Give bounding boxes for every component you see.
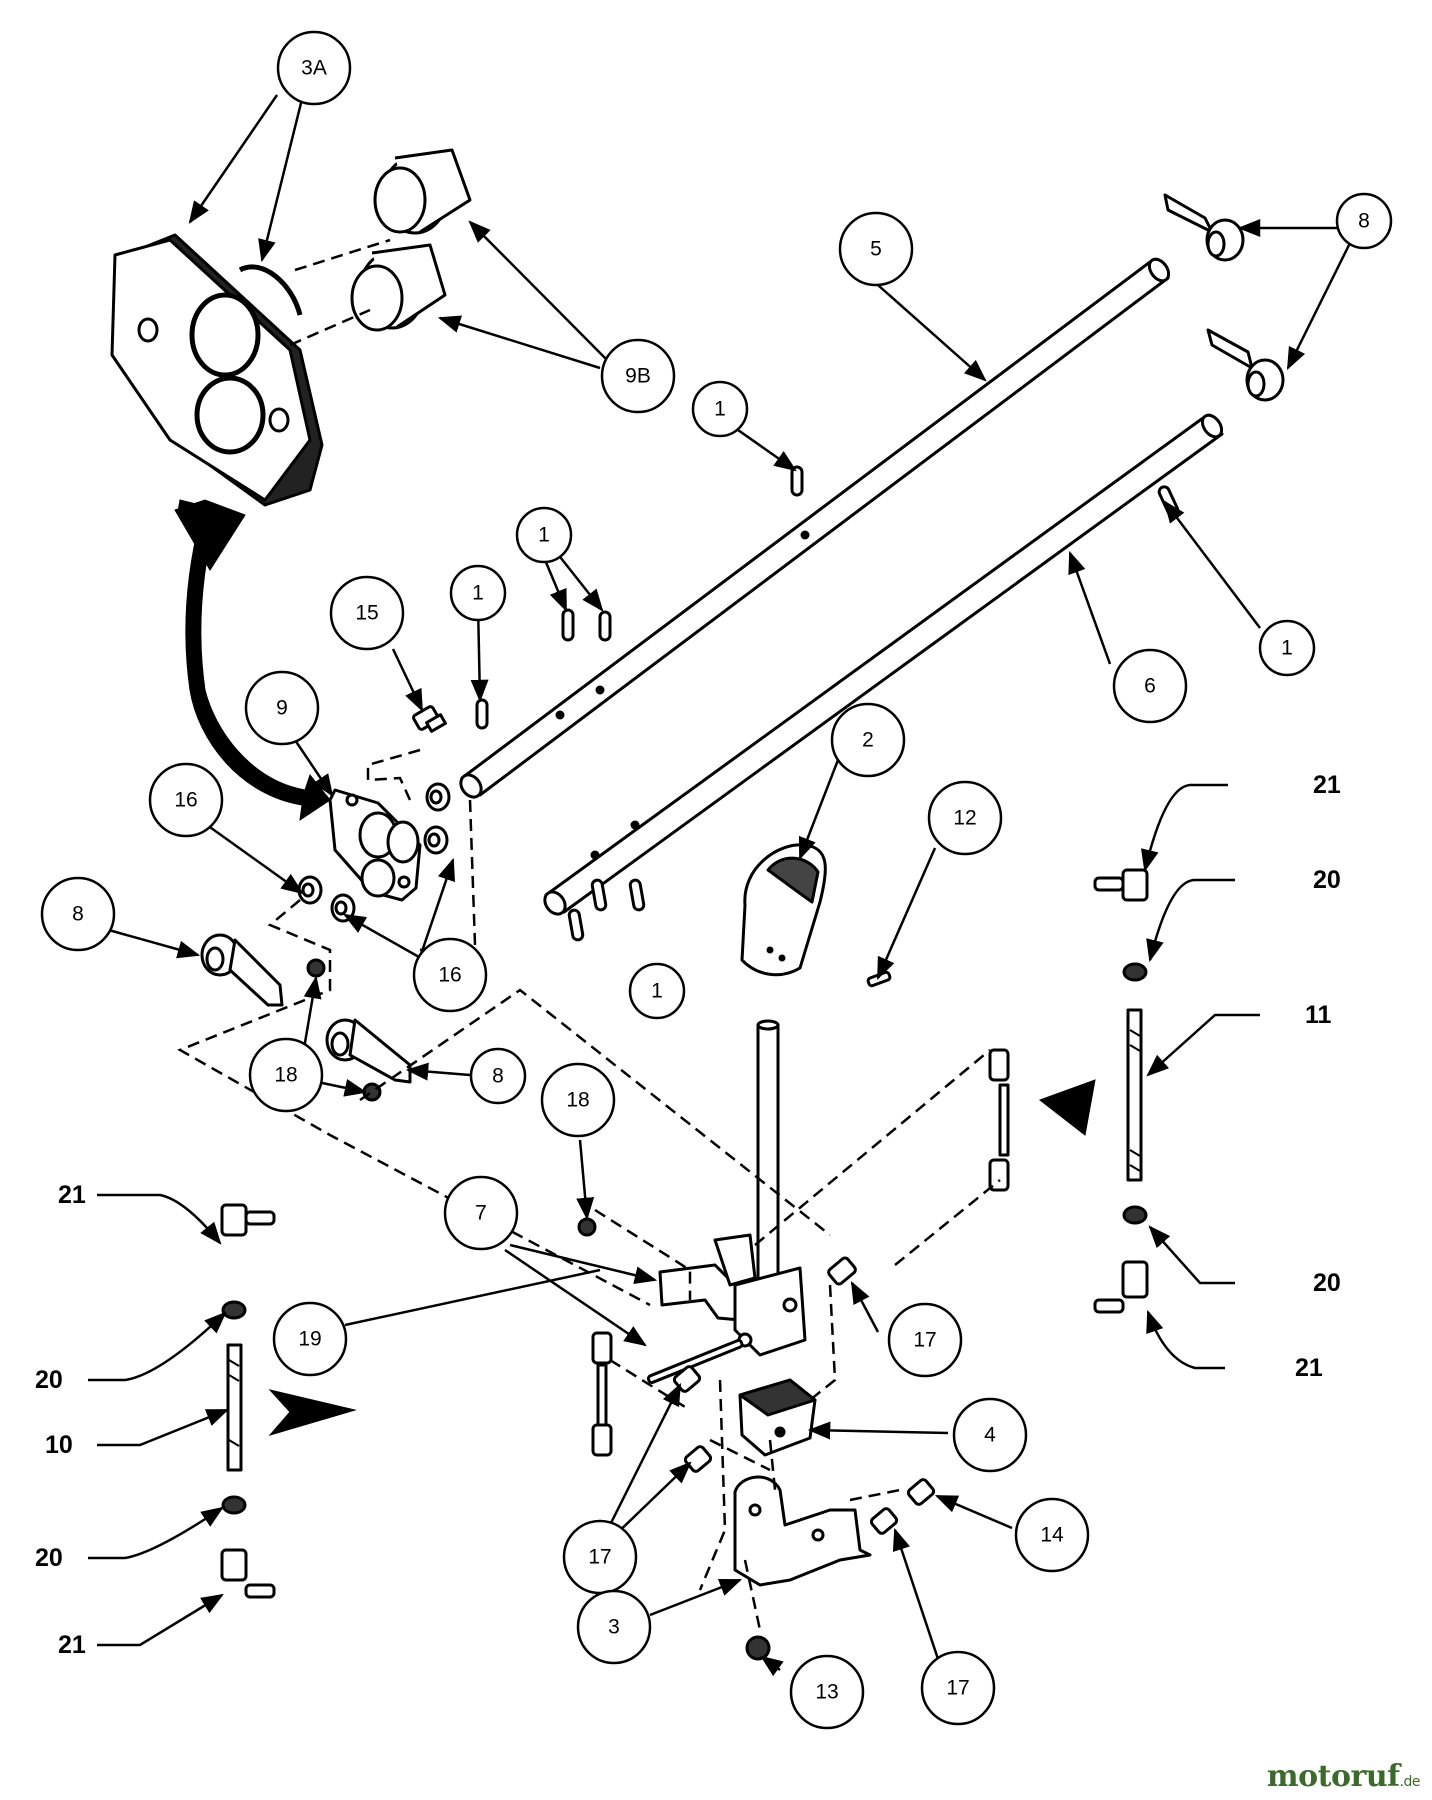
callout-17-a <box>887 1302 963 1378</box>
callout-9b <box>600 338 676 414</box>
part-1-pins <box>475 465 1180 942</box>
callout-1-c <box>449 564 507 622</box>
part-4-block <box>738 1378 817 1457</box>
callout-3a-text: 3A <box>301 57 327 80</box>
callout-3 <box>576 1589 652 1665</box>
callout-5-text: 5 <box>870 238 882 261</box>
linkage-assembly-center <box>591 1048 1010 1457</box>
callout-texts: 3A 9B 5 8 1 1 1 1 1 15 9 6 2 12 16 16 8 … <box>72 57 1370 1704</box>
part-9-plate <box>328 788 422 902</box>
callout-19-text: 19 <box>298 1328 321 1351</box>
callout-2-text: 2 <box>862 729 874 752</box>
part-19-rod <box>646 1338 744 1385</box>
callout-12 <box>927 780 1003 856</box>
callout-15-text: 15 <box>355 602 378 625</box>
label-10: 10 <box>45 1431 73 1459</box>
part-5-shaft <box>459 257 1171 799</box>
callout-6-text: 6 <box>1144 675 1156 698</box>
label-21-top-right: 21 <box>1313 771 1341 799</box>
label-20-bottom-left: 20 <box>35 1544 63 1572</box>
callout-18-a-text: 18 <box>274 1064 297 1087</box>
leader-lines <box>88 94 1352 1681</box>
callout-9b-text: 9B <box>625 365 651 388</box>
shift-lever-rod <box>756 1019 780 1282</box>
part-3a-plate <box>110 233 324 507</box>
callout-18-b <box>540 1062 616 1138</box>
callout-8-left-text: 8 <box>72 903 84 926</box>
callout-19 <box>272 1301 348 1377</box>
callout-1-e <box>628 962 686 1020</box>
callout-2 <box>830 702 906 778</box>
callout-7-text: 7 <box>475 1202 487 1225</box>
callout-6 <box>1112 648 1188 724</box>
callout-8-mid-text: 8 <box>492 1065 504 1088</box>
callout-16-a <box>148 762 224 838</box>
callout-circles <box>40 30 1393 1730</box>
callout-1-a <box>691 380 749 438</box>
watermark-logo: motoruf.de <box>1266 1759 1421 1794</box>
callout-1-b <box>515 506 573 564</box>
watermark-tld: .de <box>1399 1774 1421 1790</box>
callout-1-e-text: 1 <box>651 980 663 1003</box>
label-20-top-right: 20 <box>1313 866 1341 894</box>
callout-8-top <box>1335 192 1393 250</box>
label-21-bottom-left: 21 <box>58 1631 86 1659</box>
callout-1-b-text: 1 <box>538 524 550 547</box>
callout-17-b-text: 17 <box>588 1546 611 1569</box>
callout-7 <box>443 1175 519 1251</box>
part-13-nut <box>745 1635 771 1661</box>
callout-8-top-text: 8 <box>1358 210 1370 233</box>
callout-14-text: 14 <box>1040 1524 1064 1547</box>
callout-18-b-text: 18 <box>566 1089 589 1112</box>
callout-17-c-text: 17 <box>946 1677 969 1700</box>
part-14-bolt <box>906 1478 936 1506</box>
watermark-text: motoruf <box>1266 1759 1400 1794</box>
part-3-bracket <box>733 1475 872 1587</box>
callout-1-a-text: 1 <box>714 398 726 421</box>
part-7-bracket <box>658 1233 807 1357</box>
label-11: 11 <box>1305 1001 1332 1029</box>
callout-18-a <box>248 1037 324 1113</box>
callout-3a <box>276 30 352 106</box>
callout-1-d-text: 1 <box>1281 637 1293 660</box>
callout-16-b <box>412 937 488 1013</box>
part-2-knob <box>740 843 827 977</box>
callout-1-d <box>1258 619 1316 677</box>
label-21-top-left: 21 <box>58 1181 86 1209</box>
callout-1-c-text: 1 <box>472 582 484 605</box>
callout-16-b-text: 16 <box>438 964 461 987</box>
callout-13-text: 13 <box>815 1681 838 1704</box>
callout-8-left <box>40 876 116 952</box>
callout-17-a-text: 17 <box>913 1329 936 1352</box>
callout-4 <box>952 1397 1028 1473</box>
callout-12-text: 12 <box>953 807 976 830</box>
callout-16-a-text: 16 <box>174 789 197 812</box>
callout-9 <box>244 670 320 746</box>
part-11-linkage <box>1093 868 1149 1314</box>
direction-arrows <box>174 499 1096 1436</box>
part-15-bolt <box>412 705 447 733</box>
callout-8-mid <box>469 1047 527 1105</box>
part-10-linkage <box>220 1203 276 1599</box>
plain-labels: 21 20 11 20 21 21 20 10 20 21 <box>35 771 1341 1659</box>
callout-17-c <box>920 1650 996 1726</box>
callout-14 <box>1014 1497 1090 1573</box>
part-17-bolts <box>672 1256 899 1535</box>
part-9b-bushings <box>350 148 472 332</box>
callout-4-text: 4 <box>984 1424 996 1447</box>
callout-13 <box>789 1654 865 1730</box>
label-21-bottom-right: 21 <box>1295 1354 1323 1382</box>
label-20-bottom-right: 20 <box>1313 1269 1341 1297</box>
callout-15 <box>329 575 405 651</box>
callout-5 <box>838 211 914 287</box>
callout-9-text: 9 <box>276 697 288 720</box>
part-6-shaft <box>543 413 1224 916</box>
part-8-lever-arms <box>200 193 1285 1084</box>
callout-3-text: 3 <box>608 1616 620 1639</box>
label-20-top-left: 20 <box>35 1366 63 1394</box>
